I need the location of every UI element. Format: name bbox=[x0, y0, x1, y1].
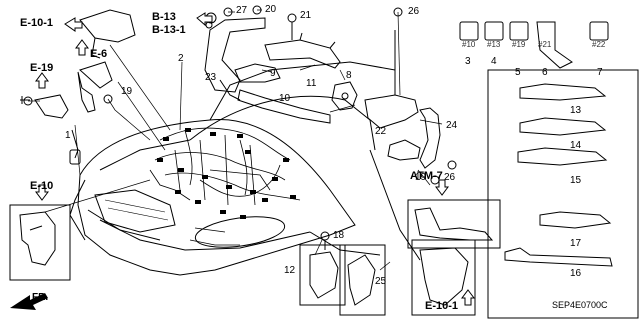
connector-code-10: #10 bbox=[462, 40, 476, 49]
part-number-15: 15 bbox=[570, 175, 582, 186]
diagram-code: SEP4E0700C bbox=[552, 300, 608, 310]
part-number-7: 7 bbox=[597, 67, 603, 78]
part-number-13: 13 bbox=[570, 105, 582, 116]
part-number-16: 16 bbox=[570, 268, 582, 279]
part-number-18: 18 bbox=[333, 230, 345, 241]
part-number-1: 1 bbox=[65, 130, 71, 141]
ref-e10-1-top: E-10-1 bbox=[20, 17, 54, 29]
part-number-2: 2 bbox=[178, 53, 184, 64]
part-number-23: 23 bbox=[205, 72, 217, 83]
connector-code-13: #13 bbox=[487, 40, 501, 49]
part-number-10: 10 bbox=[279, 93, 291, 104]
part-number-21: 21 bbox=[300, 10, 312, 21]
connector-code-21: #21 bbox=[538, 40, 552, 49]
part-number-8: 8 bbox=[346, 70, 352, 81]
ref-e10-1-bottom: E-10-1 bbox=[425, 300, 459, 312]
part-number-11: 11 bbox=[306, 78, 317, 89]
ref-e19: E-19 bbox=[30, 62, 54, 74]
part-number-24: 24 bbox=[446, 120, 458, 131]
connector-code-22: #22 bbox=[592, 40, 606, 49]
part-number-26a: 26 bbox=[408, 6, 420, 17]
ref-e6: E-6 bbox=[90, 48, 108, 60]
part-number-12: 12 bbox=[284, 265, 296, 276]
part-number-6: 6 bbox=[542, 67, 548, 78]
ref-e10: E-10 bbox=[30, 180, 54, 192]
part-number-19b: 19 bbox=[415, 172, 427, 183]
part-number-26b: 26 bbox=[444, 172, 456, 183]
ref-atm7: ATM-7 bbox=[410, 170, 443, 182]
ref-b13-1: B-13-1 bbox=[152, 24, 186, 36]
part-number-5: 5 bbox=[515, 67, 521, 78]
part-number-14: 14 bbox=[570, 140, 582, 151]
part-number-25: 25 bbox=[375, 276, 387, 287]
part-number-20: 20 bbox=[265, 4, 277, 15]
part-number-22: 22 bbox=[375, 126, 387, 137]
part-number-9: 9 bbox=[270, 68, 276, 79]
connector-code-19: #19 bbox=[512, 40, 526, 49]
part-number-17: 17 bbox=[570, 238, 582, 249]
part-number-3: 3 bbox=[465, 56, 471, 67]
part-number-4: 4 bbox=[491, 56, 497, 67]
part-number-27: 27 bbox=[236, 5, 248, 16]
ref-b13: B-13 bbox=[152, 11, 176, 23]
part-number-19a: 19 bbox=[121, 86, 133, 97]
front-label: FR. bbox=[32, 292, 49, 303]
